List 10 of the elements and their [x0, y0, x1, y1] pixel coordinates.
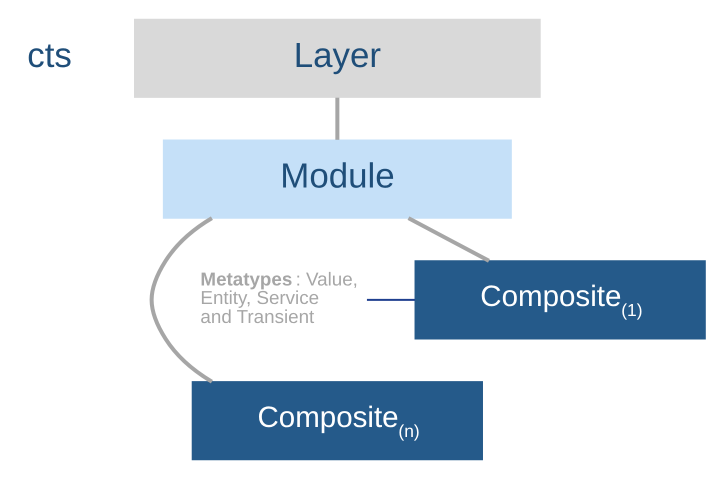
- connector: [366, 298, 415, 301]
- connector: [150, 216, 213, 384]
- node-text: Metatypes : Value, Entity, Service and Transient: [200, 268, 358, 327]
- node-box: Module: [162, 140, 512, 219]
- node-box: Composite$_{(n)}$: [192, 381, 483, 460]
- node-box: Composite$_{(1)}$: [414, 260, 706, 340]
- connector: [335, 98, 340, 140]
- connector: [408, 216, 490, 263]
- label: cts: [27, 36, 72, 75]
- node-box: Layer: [134, 18, 541, 98]
